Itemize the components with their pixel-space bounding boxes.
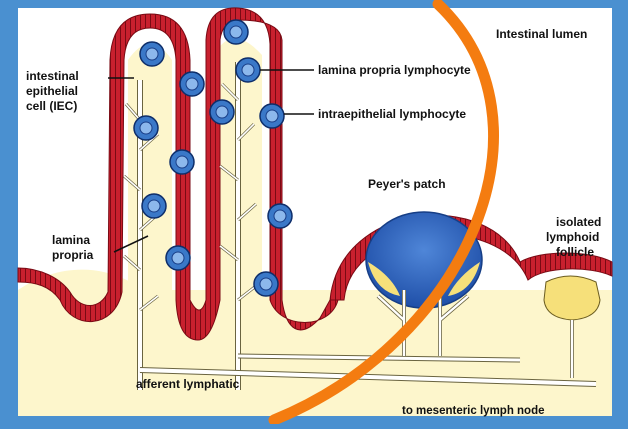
lymphocyte-nucleus xyxy=(266,110,278,122)
lymphocyte-nucleus xyxy=(260,278,272,290)
label-isolated-line3: follicle xyxy=(556,245,594,259)
lymphocyte-nucleus xyxy=(186,78,198,90)
lymphocyte-nucleus xyxy=(274,210,286,222)
isolated-follicle xyxy=(544,276,600,320)
label-to-mesenteric: to mesenteric lymph node xyxy=(402,405,545,417)
lymphocyte-nucleus xyxy=(242,64,254,76)
lymphocyte-nucleus xyxy=(172,252,184,264)
lymphocyte-nucleus xyxy=(148,200,160,212)
lymphocyte-nucleus xyxy=(176,156,188,168)
label-isolated-line1: isolated xyxy=(556,215,601,229)
villus-core-left xyxy=(128,44,172,300)
label-lamina-line2: propria xyxy=(52,248,94,262)
label-iec-line3: cell (IEC) xyxy=(26,99,77,113)
label-lamina-propria-lymphocyte: lamina propria lymphocyte xyxy=(318,63,471,77)
label-intestinal-lumen: Intestinal lumen xyxy=(496,27,587,41)
label-iec-line1: intestinal xyxy=(26,69,79,83)
lymphocyte-nucleus xyxy=(216,106,228,118)
label-intraepithelial-lymphocyte: intraepithelial lymphocyte xyxy=(318,107,466,121)
lymphocyte-nucleus xyxy=(140,122,152,134)
label-lamina-line1: lamina xyxy=(52,233,90,247)
label-isolated-line2: lymphoid xyxy=(546,230,599,244)
label-peyers-patch: Peyer's patch xyxy=(368,177,446,191)
lymphocyte-nucleus xyxy=(146,48,158,60)
label-afferent-lymphatic: afferent lymphatic xyxy=(136,377,240,391)
label-iec-line2: epithelial xyxy=(26,84,78,98)
lymphocyte-nucleus xyxy=(230,26,242,38)
